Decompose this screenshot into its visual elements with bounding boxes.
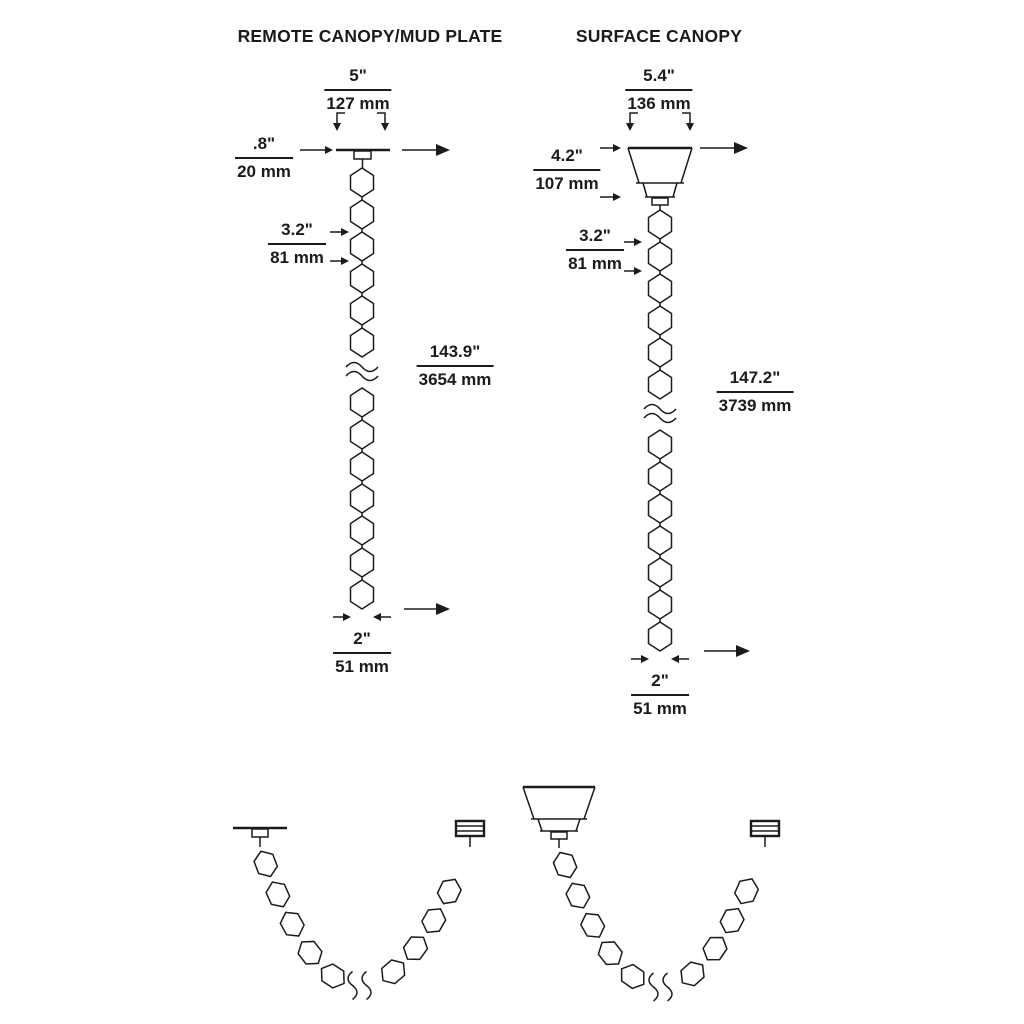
dim-remote-overall-length: 143.9" 3654 mm: [416, 342, 494, 391]
dim-inches: 3.2": [268, 220, 326, 246]
dim-millimeters: 107 mm: [535, 174, 599, 194]
dim-surface-canopy-width: 5.4" 136 mm: [625, 66, 693, 115]
dim-remote-link-height: 3.2" 81 mm: [268, 220, 326, 269]
dim-surface-link-height: 3.2" 81 mm: [566, 226, 624, 275]
swag-surface-drawing: [522, 785, 781, 848]
surface-diagram-drawing: [600, 112, 750, 663]
dim-millimeters: 20 mm: [237, 162, 291, 182]
chain-links-drawing: [253, 167, 760, 1002]
remote-diagram-drawing: [300, 112, 450, 621]
dim-inches: 2": [333, 629, 391, 655]
dim-surface-overall-length: 147.2" 3739 mm: [716, 368, 794, 417]
dim-millimeters: 51 mm: [335, 657, 389, 677]
dim-millimeters: 3739 mm: [718, 396, 792, 416]
dim-inches: .8": [235, 134, 293, 160]
dim-inches: 143.9": [416, 342, 494, 368]
dim-millimeters: 136 mm: [627, 94, 691, 114]
dim-inches: 5": [324, 66, 392, 92]
dim-millimeters: 81 mm: [568, 254, 622, 274]
dim-remote-chain-width: 2" 51 mm: [333, 629, 391, 678]
dim-inches: 5.4": [625, 66, 693, 92]
dim-inches: 3.2": [566, 226, 624, 252]
dim-inches: 147.2": [716, 368, 794, 394]
dim-surface-chain-width: 2" 51 mm: [631, 671, 689, 720]
dim-millimeters: 127 mm: [326, 94, 390, 114]
dim-surface-canopy-height: 4.2" 107 mm: [533, 146, 601, 195]
dim-millimeters: 81 mm: [270, 248, 324, 268]
swag-remote-drawing: [233, 819, 486, 847]
remote-diagram-title: REMOTE CANOPY/MUD PLATE: [237, 26, 503, 46]
dim-millimeters: 3654 mm: [418, 370, 492, 390]
surface-diagram-title: SURFACE CANOPY: [575, 26, 743, 46]
dim-inches: 4.2": [533, 146, 601, 172]
dim-millimeters: 51 mm: [633, 699, 687, 719]
dim-remote-canopy-width: 5" 127 mm: [324, 66, 392, 115]
dim-remote-plate-height: .8" 20 mm: [235, 134, 293, 183]
dim-inches: 2": [631, 671, 689, 697]
